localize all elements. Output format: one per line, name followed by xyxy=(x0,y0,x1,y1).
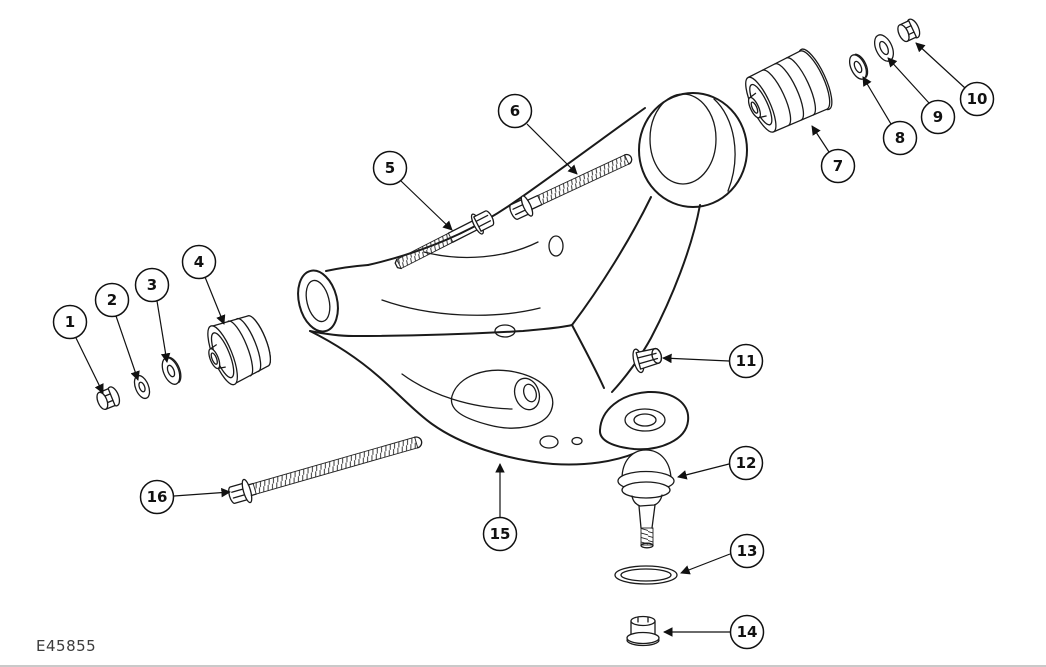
callout-1: 1 xyxy=(52,304,88,340)
svg-text:11: 11 xyxy=(736,352,757,370)
callout-16: 16 xyxy=(139,479,175,515)
callout-2: 2 xyxy=(94,282,130,318)
leader-line-16 xyxy=(173,487,231,498)
leader-lines xyxy=(75,42,966,637)
svg-text:13: 13 xyxy=(737,542,758,560)
control-arm-15 xyxy=(297,92,748,466)
part-nut-1 xyxy=(96,386,121,411)
leader-line-9 xyxy=(887,57,930,104)
part-ball-joint-12 xyxy=(617,449,675,549)
leader-line-13 xyxy=(680,553,731,575)
leader-line-4 xyxy=(204,276,226,325)
callout-12: 12 xyxy=(728,445,764,481)
svg-text:3: 3 xyxy=(147,276,157,294)
part-bushing-7 xyxy=(745,48,833,133)
callout-7: 7 xyxy=(820,148,856,184)
leader-line-2 xyxy=(115,315,140,381)
svg-text:10: 10 xyxy=(967,90,988,108)
svg-text:14: 14 xyxy=(737,623,758,641)
callouts: 1 2 3 4 5 6 7 8 xyxy=(52,81,995,650)
svg-text:5: 5 xyxy=(385,159,395,177)
svg-text:1: 1 xyxy=(65,313,75,331)
part-washer-9 xyxy=(873,34,895,62)
svg-text:12: 12 xyxy=(736,454,757,472)
svg-text:8: 8 xyxy=(895,129,905,147)
callout-6: 6 xyxy=(497,93,533,129)
leader-line-6 xyxy=(526,123,578,175)
part-washer-8 xyxy=(848,53,869,80)
callout-14: 14 xyxy=(729,614,765,650)
part-snap-ring-13 xyxy=(614,565,678,585)
part-bolt-5 xyxy=(394,210,495,270)
callout-11: 11 xyxy=(728,343,764,379)
svg-text:9: 9 xyxy=(933,108,943,126)
part-nut-11 xyxy=(632,347,663,374)
leader-line-12 xyxy=(677,463,730,480)
callout-15: 15 xyxy=(482,516,518,552)
part-nut-10 xyxy=(897,18,921,43)
part-bushing-4 xyxy=(207,315,272,386)
callout-8: 8 xyxy=(882,120,918,156)
callout-9: 9 xyxy=(920,99,956,135)
callout-5: 5 xyxy=(372,150,408,186)
svg-text:7: 7 xyxy=(833,157,843,175)
leader-line-10 xyxy=(915,42,966,89)
part-bolt-16 xyxy=(228,436,423,504)
svg-text:15: 15 xyxy=(490,525,511,543)
part-castle-nut-14 xyxy=(626,615,660,647)
leader-line-3 xyxy=(156,300,171,363)
svg-text:16: 16 xyxy=(147,488,168,506)
leader-line-11 xyxy=(662,353,730,364)
leader-line-7 xyxy=(811,125,830,153)
callout-13: 13 xyxy=(729,533,765,569)
svg-text:6: 6 xyxy=(510,102,520,120)
leader-line-8 xyxy=(862,76,892,125)
leader-line-1 xyxy=(75,337,104,394)
callout-3: 3 xyxy=(134,267,170,303)
leader-line-5 xyxy=(400,180,453,231)
figure-code: E45855 xyxy=(36,637,96,655)
callout-10: 10 xyxy=(959,81,995,117)
part-washer-2 xyxy=(133,374,151,400)
part-washer-3 xyxy=(161,356,182,385)
part-bolt-6 xyxy=(509,153,633,220)
svg-text:4: 4 xyxy=(194,253,204,271)
svg-text:2: 2 xyxy=(107,291,117,309)
callout-4: 4 xyxy=(181,244,217,280)
